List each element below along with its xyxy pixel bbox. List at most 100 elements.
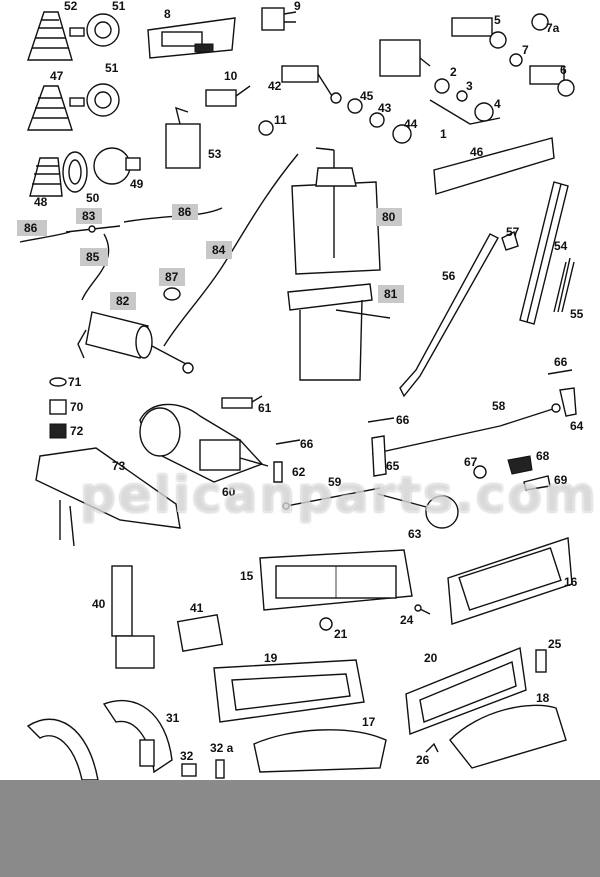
- part-label: 64: [570, 419, 584, 433]
- part-label: 43: [378, 101, 392, 115]
- gasket-part-51-lower: [86, 83, 120, 117]
- pin-part-66-top: [547, 369, 573, 375]
- part-label: 82: [116, 294, 130, 308]
- label-highlight-81: [378, 285, 404, 303]
- label-highlight-86a: [17, 220, 47, 236]
- part-label: 66: [396, 413, 410, 427]
- part-label: 47: [50, 69, 64, 83]
- ring-part-7a: [531, 13, 549, 31]
- part-label: 86: [24, 221, 38, 235]
- label-highlight-82: [110, 292, 136, 310]
- washer-pump-part-82: [77, 311, 194, 374]
- nut-part-43: [369, 112, 385, 128]
- bracket-part-69: [523, 475, 551, 491]
- part-label: 85: [86, 250, 100, 264]
- gasket-part-50: [62, 151, 88, 193]
- rubber-boot-part-48: [29, 157, 63, 197]
- label-highlight-83: [76, 208, 102, 224]
- clip-part-67: [473, 465, 487, 479]
- part-label: 32 a: [210, 741, 234, 755]
- part-label: 44: [404, 117, 418, 131]
- plug-part-42: [281, 65, 342, 104]
- part-label: 68: [536, 449, 550, 463]
- part-label: 25: [548, 637, 562, 651]
- lamp-part-63: [377, 493, 459, 529]
- part-label: 51: [105, 61, 119, 75]
- part-label: 73: [112, 459, 126, 473]
- part-label: 81: [384, 287, 398, 301]
- part-label: 59: [328, 475, 342, 489]
- side-lamp-part-16: [447, 537, 573, 625]
- clip-part-68: [507, 455, 533, 475]
- knob-part-4: [474, 102, 494, 122]
- bracket-part-65: [371, 435, 387, 477]
- fender-part-31-left: [26, 718, 99, 780]
- grommet-part-21: [319, 617, 333, 631]
- part-label: 62: [292, 465, 306, 479]
- part-label: 7: [522, 43, 529, 57]
- part-label: 32: [180, 749, 194, 763]
- part-label: 10: [224, 69, 238, 83]
- nut-part-7: [509, 53, 523, 67]
- lighter-part-6: [529, 65, 575, 97]
- clip-part-62: [273, 461, 283, 483]
- pin-part-66-right: [367, 417, 395, 423]
- part-label: 24: [400, 613, 414, 627]
- rubber-boot-part-52: [27, 11, 85, 61]
- bushing-part-72: [49, 423, 67, 439]
- part-label: 5: [494, 13, 501, 27]
- nut-part-2: [434, 78, 450, 94]
- brush-part-61: [221, 395, 263, 409]
- part-label: 49: [130, 177, 144, 191]
- part-label: 80: [382, 210, 396, 224]
- relay-part-1: [379, 39, 501, 125]
- hose-connector-part-83: [65, 225, 121, 233]
- part-label: 19: [264, 651, 278, 665]
- bracket-part-64: [559, 387, 577, 417]
- part-label: 55: [570, 307, 584, 321]
- part-label: 4: [494, 97, 501, 111]
- label-highlight-86b: [172, 204, 198, 220]
- part-label: 48: [34, 195, 48, 209]
- wiper-arm-part-56: [399, 233, 499, 398]
- part-label: 15: [240, 569, 254, 583]
- part-label: 51: [112, 0, 126, 13]
- clip-part-32a: [215, 759, 225, 779]
- part-label: 63: [408, 527, 422, 541]
- reservoir-bracket-part-81: [287, 283, 391, 381]
- part-label: 45: [360, 89, 374, 103]
- part-label: 52: [64, 0, 78, 13]
- part-label: 40: [92, 597, 106, 611]
- part-label: 31: [166, 711, 180, 725]
- part-label: 2: [450, 65, 457, 79]
- part-label: 56: [442, 269, 456, 283]
- part-label: 60: [222, 485, 236, 499]
- lamp-housing-part-17: [253, 729, 387, 773]
- part-label: 11: [274, 113, 287, 127]
- part-label: 65: [386, 459, 400, 473]
- pedal-pad-part-41: [176, 613, 224, 653]
- wiper-blade-part-54: [519, 181, 569, 325]
- mounting-bracket-part-73: [35, 447, 181, 547]
- part-label: 66: [554, 355, 568, 369]
- wiper-motor-part-60: [139, 403, 269, 483]
- part-label: 70: [70, 400, 84, 414]
- lamp-socket-part-49: [93, 147, 141, 185]
- pedal-arm-part-40: [111, 565, 155, 669]
- part-label: 17: [362, 715, 376, 729]
- part-label: 18: [536, 691, 550, 705]
- part-label: 20: [424, 651, 438, 665]
- part-label: 26: [416, 753, 430, 767]
- part-label: 53: [208, 147, 222, 161]
- grommet-part-87: [163, 287, 181, 301]
- part-label: 72: [70, 424, 84, 438]
- part-label: 54: [554, 239, 568, 253]
- clip-part-57: [501, 230, 519, 251]
- linkage-rod-part-58: [371, 403, 561, 455]
- trim-strip-part-46: [433, 137, 555, 195]
- rod-part-59: [282, 487, 381, 510]
- clip-part-26: [425, 742, 439, 753]
- nut-part-11: [258, 120, 274, 136]
- label-highlight-85: [80, 248, 108, 266]
- part-label: 83: [82, 209, 96, 223]
